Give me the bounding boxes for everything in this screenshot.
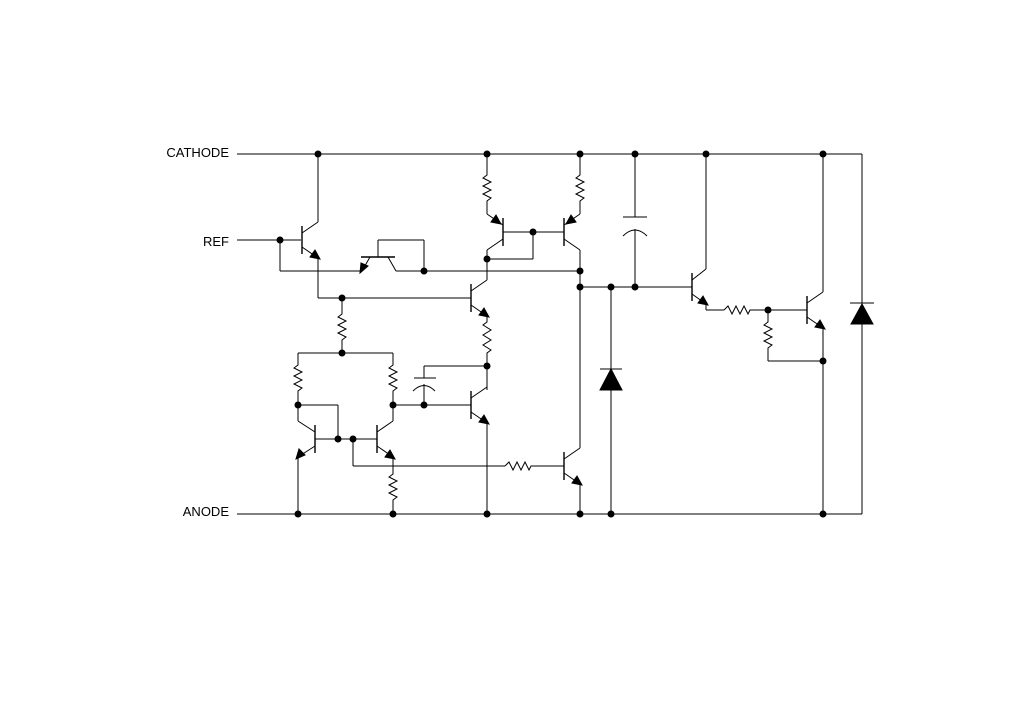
- driver-emitter-resistor: [723, 304, 807, 316]
- divider-resistor: [336, 298, 348, 353]
- top-left-resistor: [481, 154, 493, 210]
- lower-right-transistor: [563, 287, 583, 514]
- right-resistor: [387, 353, 399, 405]
- mid-transistor: [470, 271, 490, 318]
- input-transistor: [301, 154, 321, 298]
- output-diode: [850, 302, 874, 325]
- cathode-label: CATHODE: [166, 145, 229, 160]
- output-transistor: [806, 154, 826, 514]
- top-mirror-right-transistor: [563, 210, 581, 271]
- compensation-capacitor-left: [412, 365, 487, 405]
- clamp-diode: [599, 287, 623, 514]
- mirror-left-transistor: [295, 405, 377, 514]
- base-resistor: [504, 460, 564, 472]
- mirror-right-transistor: [376, 405, 396, 468]
- junction-dots: [276, 150, 827, 518]
- mid-emitter-resistor: [482, 316, 492, 366]
- output-base-resistor: [762, 310, 774, 361]
- ref-label: REF: [203, 234, 229, 249]
- anode-label: ANODE: [183, 504, 230, 519]
- lateral-transistor: [359, 239, 580, 275]
- mirror-emitter-resistor: [387, 468, 399, 514]
- left-resistor: [292, 353, 304, 405]
- driver-transistor: [691, 154, 724, 311]
- compensation-capacitor-right: [622, 154, 648, 287]
- ref-input-wire: [237, 239, 360, 272]
- anode-rail: [237, 324, 863, 515]
- top-right-resistor: [574, 154, 586, 210]
- lower-mid-transistor: [470, 386, 490, 514]
- cathode-rail: [237, 153, 863, 304]
- top-mirror-left-transistor: [486, 210, 504, 271]
